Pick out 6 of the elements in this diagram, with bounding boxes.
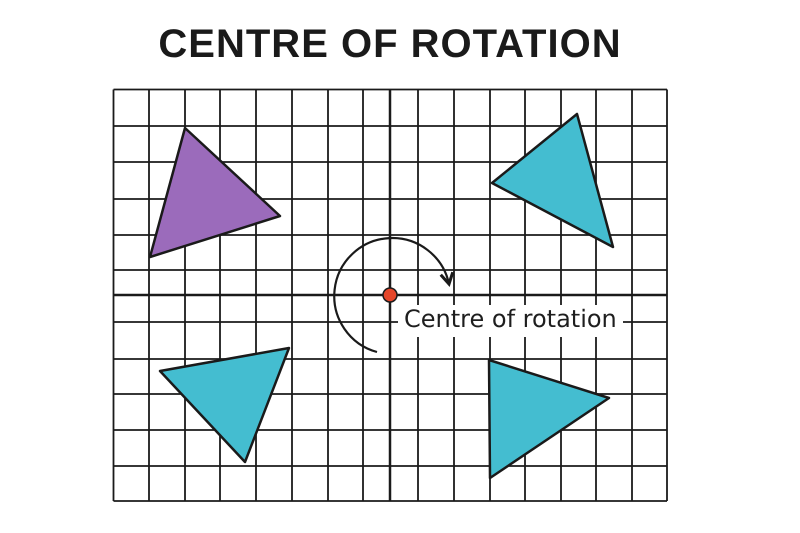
triangle [490,112,614,248]
triangle [158,346,290,464]
title: CENTRE OF ROTATION [157,22,623,67]
triangle [148,126,282,258]
triangle [488,358,610,480]
point-label: Centre of rotation [398,305,623,337]
